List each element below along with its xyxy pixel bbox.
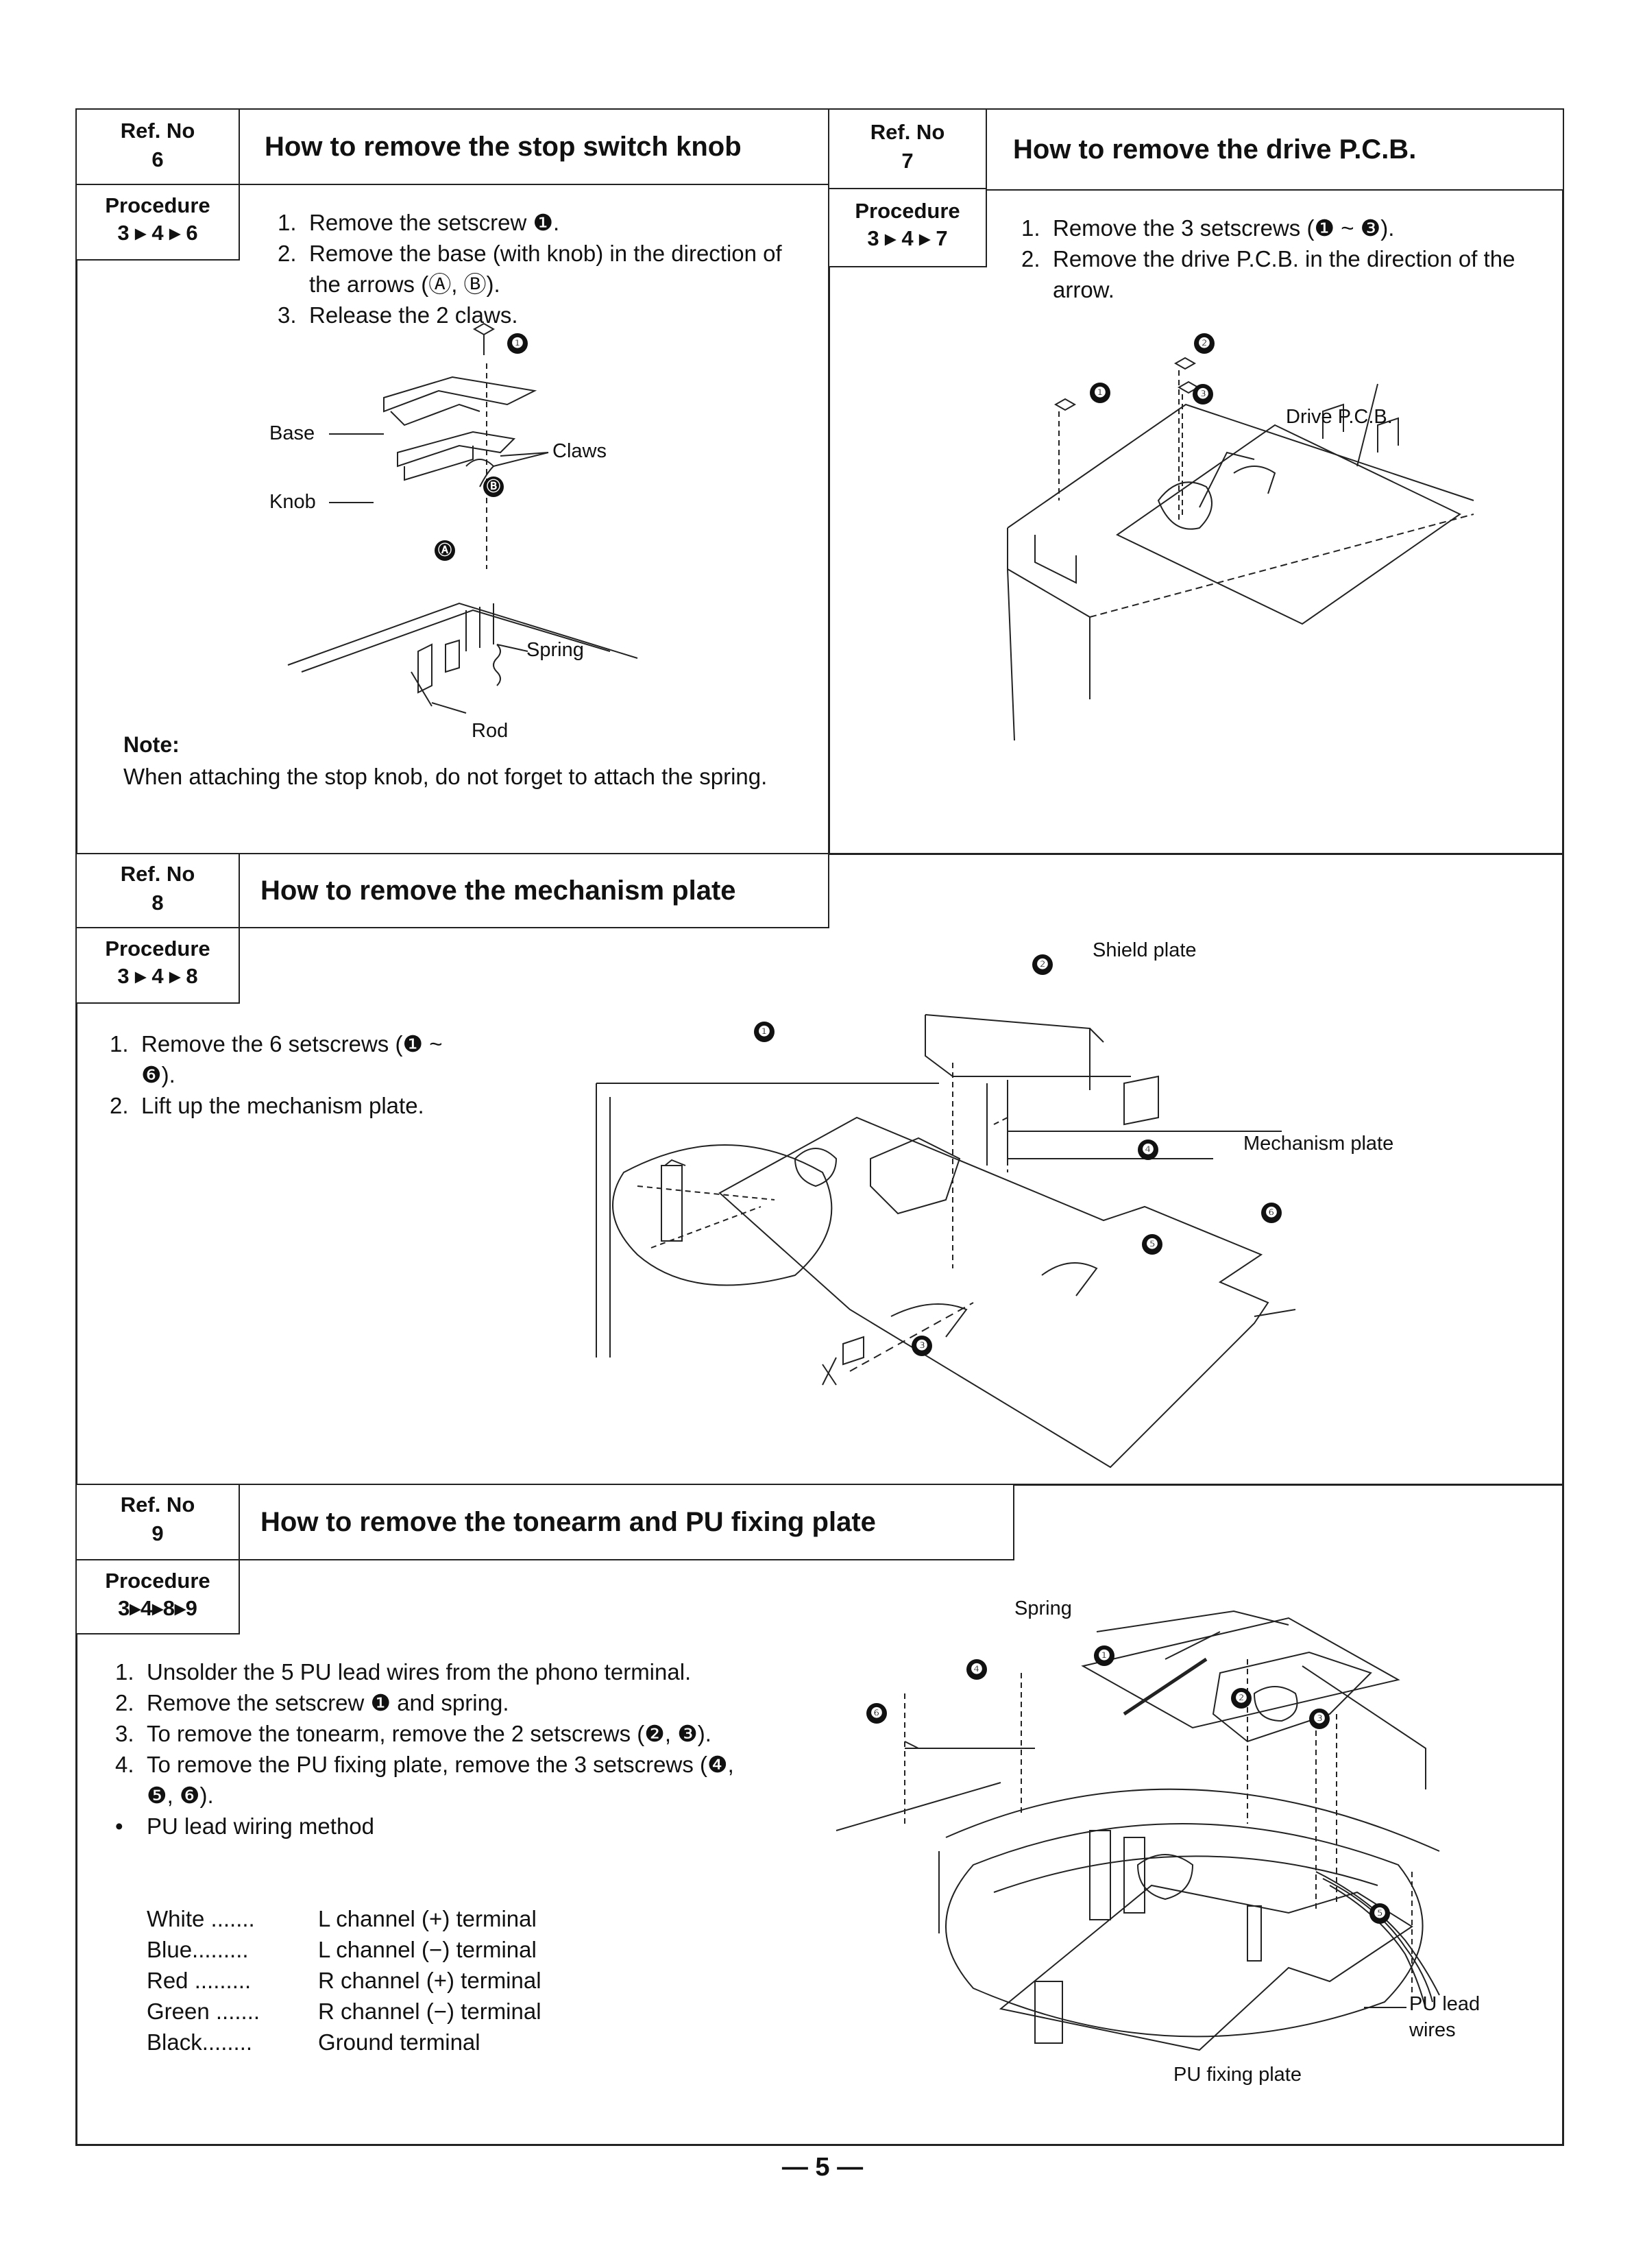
step-2: 2.Remove the drive P.C.B. in the directi…: [1021, 246, 1515, 302]
ref-number: 7: [901, 149, 914, 173]
ref-label: Ref. No: [120, 119, 195, 143]
screw-6-callout: ❻: [1261, 1203, 1282, 1223]
tonearm-illustration: [836, 1604, 1494, 2091]
steps-list-7: 1.Remove the 3 setscrews (❶ ~ ❸). 2.Remo…: [1021, 213, 1542, 305]
step-4: 4.To remove the PU fixing plate, remove …: [115, 1752, 734, 1808]
wiring-row: Green .......R channel (−) terminal: [147, 1999, 541, 2024]
section-title: How to remove the mechanism plate: [260, 875, 736, 906]
steps-list-9: 1.Unsolder the 5 PU lead wires from the …: [115, 1656, 746, 1842]
step-1: 1.Remove the 6 setscrews (❶ ~ ❻).: [110, 1031, 443, 1087]
page-number: — 5 —: [781, 2153, 864, 2182]
ref-box-7: Ref. No 7: [828, 108, 987, 189]
procedure-sequence: 3 ▸ 4 ▸ 7: [867, 226, 948, 250]
ref-number: 6: [151, 147, 164, 171]
step-bullet: •PU lead wiring method: [115, 1813, 374, 1839]
screw-1-callout: ❶: [1090, 383, 1110, 403]
screw-1-callout: ❶: [507, 333, 528, 354]
step-1: 1.Remove the setscrew ❶.: [278, 210, 560, 235]
step-2: 2.Remove the base (with knob) in the dir…: [278, 241, 782, 297]
section-title: How to remove the drive P.C.B.: [1013, 134, 1417, 165]
stop-switch-illustration: [260, 322, 644, 734]
procedure-label: Procedure: [105, 1569, 210, 1593]
step-2: 2.Lift up the mechanism plate.: [110, 1093, 424, 1118]
screw-1-callout: ❶: [754, 1022, 775, 1042]
pu-fixing-plate-label: PU fixing plate: [1173, 2064, 1302, 2086]
screw-1-callout: ❶: [1094, 1645, 1114, 1666]
screw-5-callout: ❺: [1369, 1903, 1390, 1924]
screw-6-callout: ❻: [866, 1703, 887, 1724]
divider-vertical-top: [828, 108, 830, 854]
mechanism-plate-illustration: [596, 960, 1487, 1467]
drive-pcb-illustration: [994, 329, 1474, 754]
ref-label: Ref. No: [870, 120, 945, 144]
ref-box-8: Ref. No 8: [75, 853, 240, 928]
procedure-box-8: Procedure 3 ▸ 4 ▸ 8: [75, 927, 240, 1004]
step-1: 1.Unsolder the 5 PU lead wires from the …: [115, 1659, 692, 1685]
procedure-box-9: Procedure 3▸4▸8▸9: [75, 1559, 240, 1634]
ref-box-6: Ref. No 6: [75, 108, 240, 185]
title-box-8: How to remove the mechanism plate: [239, 853, 829, 928]
spring-label: Spring: [526, 639, 584, 661]
note-heading: Note:: [123, 732, 180, 757]
section-title: How to remove the tonearm and PU fixing …: [260, 1506, 876, 1537]
ref-box-9: Ref. No 9: [75, 1484, 240, 1560]
screw-2-callout: ❷: [1194, 333, 1215, 354]
procedure-box-7: Procedure 3 ▸ 4 ▸ 7: [828, 188, 987, 267]
arrow-a-callout: Ⓐ: [435, 540, 455, 561]
pu-lead-wires-label: PU lead wires: [1409, 1993, 1480, 2041]
arrow-b-callout: Ⓑ: [483, 476, 504, 497]
stop-switch-leaders: [260, 322, 644, 734]
ref-label: Ref. No: [120, 862, 195, 886]
step-3: 3.Release the 2 claws.: [278, 302, 518, 328]
title-box-7: How to remove the drive P.C.B.: [986, 108, 1564, 191]
screw-2-callout: ❷: [1231, 1688, 1252, 1709]
mechanism-plate-label: Mechanism plate: [1243, 1133, 1394, 1155]
base-label: Base: [269, 422, 315, 444]
ref-number: 9: [151, 1521, 164, 1545]
steps-list-6: 1.Remove the setscrew ❶. 2.Remove the ba…: [278, 207, 799, 330]
ref-number: 8: [151, 891, 164, 915]
screw-2-callout: ❷: [1032, 954, 1053, 975]
section-title: How to remove the stop switch knob: [265, 131, 742, 162]
procedure-label: Procedure: [105, 193, 210, 217]
procedure-label: Procedure: [855, 199, 960, 223]
screw-4-callout: ❹: [1138, 1139, 1158, 1160]
wiring-row: Blue.........L channel (−) terminal: [147, 1937, 537, 1962]
screw-4-callout: ❹: [966, 1659, 987, 1680]
wiring-row: Black........Ground terminal: [147, 2029, 480, 2055]
procedure-sequence: 3▸4▸8▸9: [118, 1596, 197, 1620]
drive-pcb-label: Drive P.C.B.: [1286, 406, 1393, 428]
note-text: When attaching the stop knob, do not for…: [123, 764, 768, 789]
rod-label: Rod: [472, 720, 509, 742]
title-box-9: How to remove the tonearm and PU fixing …: [239, 1484, 1014, 1560]
knob-label: Knob: [269, 491, 316, 513]
step-1: 1.Remove the 3 setscrews (❶ ~ ❸).: [1021, 215, 1395, 241]
step-3: 3.To remove the tonearm, remove the 2 se…: [115, 1721, 711, 1746]
screw-5-callout: ❺: [1142, 1234, 1162, 1255]
procedure-box-6: Procedure 3 ▸ 4 ▸ 6: [75, 184, 240, 261]
procedure-sequence: 3 ▸ 4 ▸ 6: [117, 221, 198, 245]
shield-plate-label: Shield plate: [1093, 939, 1197, 961]
procedure-label: Procedure: [105, 937, 210, 961]
wiring-table: White .......L channel (+) terminal Blue…: [147, 1903, 541, 2058]
ref-label: Ref. No: [120, 1493, 195, 1517]
step-2: 2.Remove the setscrew ❶ and spring.: [115, 1690, 509, 1715]
spring-label: Spring: [1014, 1597, 1072, 1619]
wiring-row: Red .........R channel (+) terminal: [147, 1968, 541, 1993]
title-box-6: How to remove the stop switch knob: [239, 108, 829, 185]
screw-3-callout: ❸: [1193, 384, 1213, 405]
procedure-sequence: 3 ▸ 4 ▸ 8: [117, 964, 198, 988]
wiring-row: White .......L channel (+) terminal: [147, 1906, 537, 1931]
pu-wires-leader: [1364, 2005, 1412, 2012]
claws-label: Claws: [552, 440, 607, 462]
screw-3-callout: ❸: [912, 1336, 932, 1356]
steps-list-8: 1.Remove the 6 setscrews (❶ ~ ❻). 2.Lift…: [110, 1028, 466, 1121]
screw-3-callout: ❸: [1309, 1709, 1330, 1729]
